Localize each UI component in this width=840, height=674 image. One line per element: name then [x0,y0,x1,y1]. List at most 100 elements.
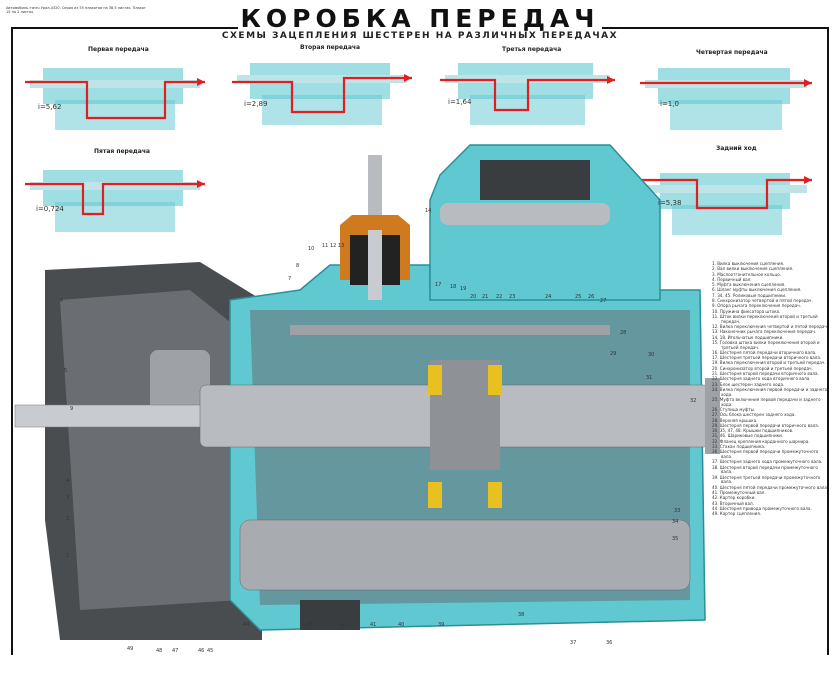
callout: 24 [545,294,551,300]
power-flow-arrowhead [404,74,412,82]
callout: 10 [308,246,314,252]
callout: 7 [288,276,291,282]
callout: 14 [425,208,431,214]
release-fork-bracket [150,350,210,420]
power-flow-arrowhead [607,76,615,84]
callout: 18 [450,284,456,290]
callout: 26 [588,294,594,300]
ratio-first: i=5,62 [38,103,62,111]
callout: 21 [482,294,488,300]
callout: 42 [340,622,346,628]
legend-item: 12. Вилка переключения четвертой и пятой… [712,323,829,329]
callout: 27 [600,298,606,304]
callout: 32 [690,398,696,404]
callout: 33 [674,508,680,514]
legend-item: 9. Опора рычага переключения передач. [712,303,801,309]
legend-item: 24. Вилка переключения первой передачи и… [712,386,828,397]
legend-item: 14, 18. Игольчатые подшипники. [712,334,784,340]
legend-item: 39. Шестерня третьей передачи промежуточ… [712,474,821,485]
callout: 46 [198,648,204,654]
legend-item: 31, 46. Шариковые подшипники. [712,433,784,439]
power-flow-arrowhead [197,78,205,86]
scheme-label-second: Вторая передача [300,44,361,51]
legend-item: 7. 34, 45. Роликовые подшипники. [712,292,787,298]
legend-item: 3. Маслоотгонительное кольцо. [712,271,782,277]
callout: 31 [646,375,652,381]
poster-title: КОРОБКА ПЕРЕДАЧ [240,4,600,33]
scheme-shaft [237,75,407,83]
cardan-flange [705,378,720,454]
callout: 20 [470,294,476,300]
callout: 29 [610,351,616,357]
legend-item: 6. Шланг муфты выключения сцепления. [712,287,802,293]
callout: 22 [496,294,502,300]
legend-item: 20. Синхронизатор второй и третьей перед… [712,365,813,371]
scheme-lower-housing [55,202,175,232]
power-flow-arrow [440,78,615,112]
callout: 47 [172,648,178,654]
legend-item: 43. Вторичный вал. [712,500,754,506]
callout: 25 [575,294,581,300]
power-flow-arrowhead [804,79,812,87]
legend-item: 5. Муфта выключения сцепления. [712,282,786,288]
legend-item: 2. Вал вилки выключения сцепления. [712,266,794,272]
callout: 17 [435,282,441,288]
callout: 43 [306,622,312,628]
power-flow-arrow [642,178,812,210]
legend-item: 41. Промежуточный вал. [712,489,766,495]
legend-item: 10. Пружина фиксатора штока. [712,308,781,314]
legend-item: 49. Картер сцепления. [712,511,762,517]
callout: 49 [127,646,133,652]
legend-item: 32. Фланец крепления карданного шарнира. [712,438,810,444]
scheme-lower-housing [262,95,382,125]
callout: 23 [509,294,515,300]
callout: 38 [518,612,524,618]
callout: 13 [338,243,344,249]
callout: 1 [66,553,69,559]
callout: 40 [398,622,404,628]
legend-item: 23. Блок шестерен заднего хода. [712,381,785,387]
callout: 9 [70,406,73,412]
power-flow-arrow [25,80,205,120]
input-shaft [14,404,216,428]
legend-item: 1. Вилка выключения сцепления. [712,261,785,266]
main-cross-section [14,144,720,640]
legend-item: 27. Ось блока шестерен заднего хода. [712,412,796,418]
legend-item: 33. Стакан подшипника. [712,444,766,450]
callout: 41 [370,622,376,628]
synchronizer-ring-bottom-2 [488,482,502,508]
scheme-label-fourth: Четвертая передача [696,49,768,56]
legend-item: 29. Шестерня первой передачи вторичного … [712,422,820,428]
top-cover-cavity [480,160,590,200]
power-flow-arrowhead [804,176,812,184]
synchronizer-ring-bottom [428,482,442,508]
legend-item: 36. Шестерня первой передачи промежуточн… [712,449,819,460]
parts-legend: 1. Вилка выключения сцепления.2. Вал вил… [712,261,830,517]
ratio-third: i=1,64 [448,98,472,106]
legend-item: 40. Шестерня пятой передачи промежуточно… [712,484,829,490]
legend-item: 13. Наконечник рычага переключения перед… [712,329,817,335]
scheme-shaft [647,185,807,193]
callout: 39 [438,622,444,628]
callout: 3 [66,495,69,501]
scheme-lower-housing [55,100,175,130]
callout: 36 [606,640,612,646]
shift-lever-lower [368,230,382,300]
ratio-fourth: i=1,0 [660,100,679,108]
callout: 37 [570,640,576,646]
legend-item: 19. Вилка переключения второй и третьей … [712,360,826,366]
legend-item: 42. Картер коробки. [712,495,756,501]
legend-item: 22. Шестерня заднего хода вторичного вал… [712,376,811,382]
legend-item: 38. Шестерня второй передачи промежуточн… [712,464,818,475]
synchronizer-ring-top [428,365,442,395]
legend-item: 11. Шток вилки переключения второй и тре… [712,313,818,324]
callout: 4 [66,478,69,484]
legend-item: 8. Синхронизатор четвертой и пятой перед… [712,298,813,304]
scheme-label-first: Первая передача [88,46,149,53]
countershaft [239,519,691,591]
callout: 11 [322,243,328,249]
callouts: 1 2 3 4 5 6 7 8 9 10 11 12 13 14 17 18 1… [60,208,696,654]
callout: 5 [64,368,67,374]
legend-item: 28. Верхняя крышка. [712,417,758,423]
